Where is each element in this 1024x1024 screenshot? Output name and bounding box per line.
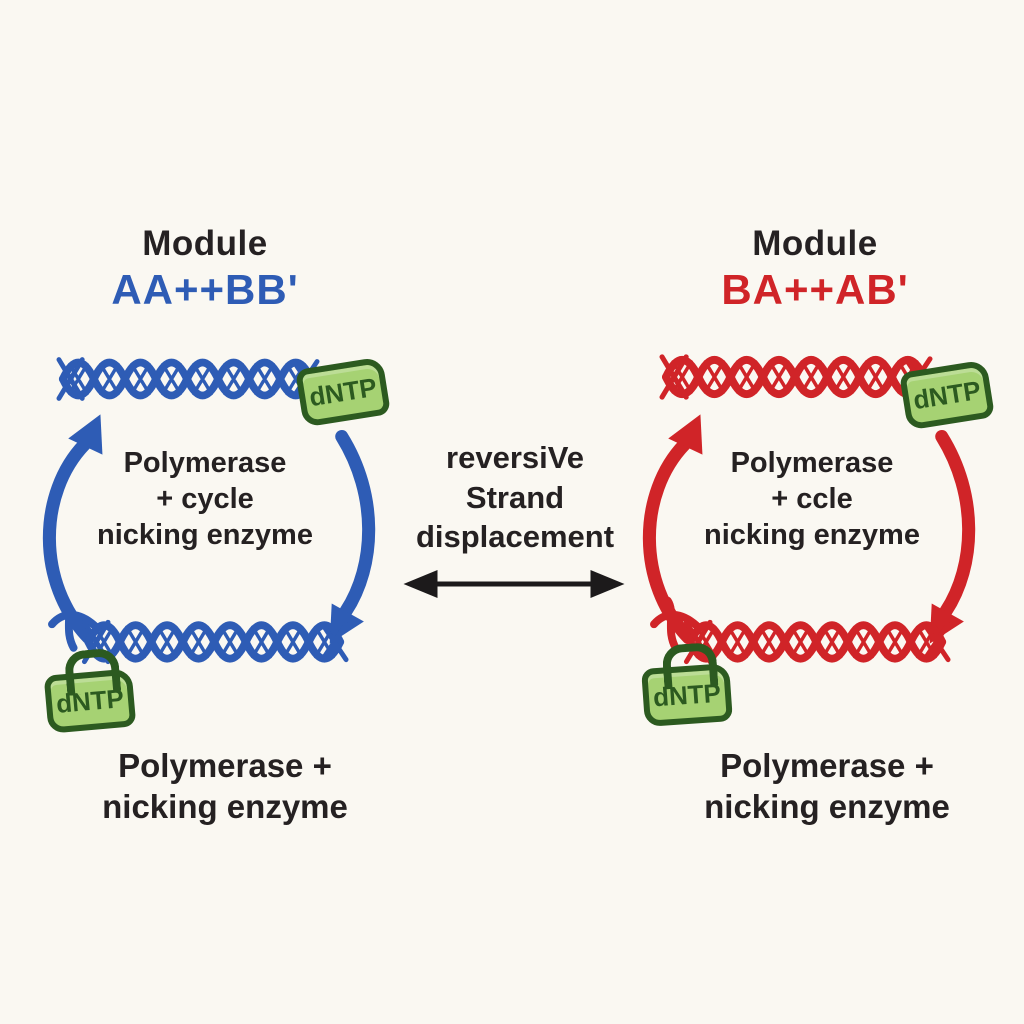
- enzyme-label-line1: Polymerase +: [720, 747, 934, 784]
- cycle-label-line1: Polymerase: [123, 447, 287, 479]
- dntp-bag: dNTP: [641, 663, 733, 727]
- cycle-label: Polymerase + ccle nicking enzyme: [662, 446, 962, 554]
- cycle-label-line2: + cycle: [156, 482, 254, 515]
- cycle-label-line3: nicking enzyme: [704, 518, 920, 551]
- cycle-label-line3: nicking enzyme: [97, 518, 313, 551]
- module-right-title: Module: [752, 224, 878, 263]
- cycle-label-line2: + ccle: [771, 482, 853, 515]
- center-label-line3: displacement: [415, 519, 615, 555]
- center-label-line2: Strand: [465, 479, 565, 515]
- enzyme-label: Polymerase + nicking enzyme: [672, 745, 982, 828]
- enzyme-label-line2: nicking enzyme: [704, 788, 950, 826]
- center-label-line1: reversiVe: [446, 440, 584, 475]
- module-left-formula: AA++BB': [111, 266, 299, 313]
- dntp-bag: dNTP: [43, 668, 137, 734]
- cycle-label: Polymerase + cycle nicking enzyme: [55, 446, 355, 554]
- dntp-label: dNTP: [54, 682, 126, 719]
- cycle-label-line1: Polymerase: [730, 447, 894, 479]
- module-left-title: Module: [142, 224, 268, 263]
- module-right-formula: BA++AB': [721, 266, 909, 313]
- enzyme-label-line1: Polymerase +: [118, 747, 332, 784]
- dntp-label: dNTP: [652, 677, 722, 712]
- enzyme-label: Polymerase + nicking enzyme: [70, 745, 380, 828]
- center-label: reversiVe Strand displacement: [395, 438, 635, 557]
- double-arrow-icon: [403, 570, 625, 598]
- enzyme-label-line2: nicking enzyme: [102, 788, 348, 826]
